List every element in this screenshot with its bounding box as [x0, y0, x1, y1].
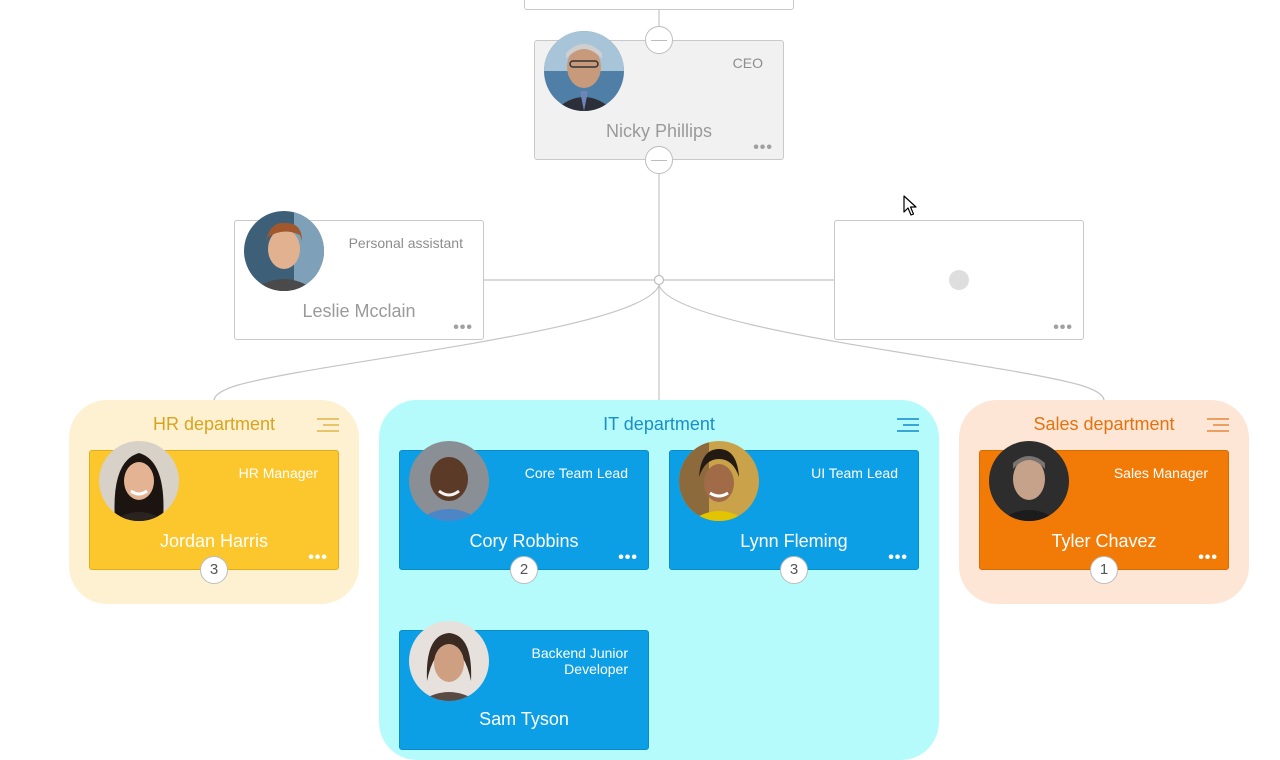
- avatar: [989, 441, 1069, 521]
- children-count-badge[interactable]: 2: [510, 556, 538, 584]
- node-role: HR Manager: [238, 465, 318, 481]
- more-options-button[interactable]: •••: [308, 549, 328, 566]
- node-role: UI Team Lead: [811, 465, 898, 481]
- children-count-badge[interactable]: 3: [200, 556, 228, 584]
- node-name: Leslie Mcclain: [302, 301, 416, 321]
- group-title: HR department: [152, 414, 276, 434]
- node-role: Personal assistant: [348, 235, 463, 251]
- node-ceo[interactable]: CEO Nicky Phillips •••: [534, 31, 784, 160]
- more-options-button[interactable]: •••: [1053, 319, 1073, 336]
- menu-lines-icon[interactable]: [897, 418, 919, 434]
- group-title: IT department: [603, 414, 715, 434]
- node-role: Sales Manager: [1113, 465, 1208, 481]
- mouse-cursor-icon: [903, 195, 917, 216]
- parent-node-partial[interactable]: [524, 0, 794, 10]
- node-name: Tyler Chavez: [1051, 531, 1157, 551]
- node-name: Lynn Fleming: [740, 531, 848, 551]
- node-name: Cory Robbins: [469, 531, 579, 551]
- menu-lines-icon[interactable]: [1207, 418, 1229, 434]
- children-count-badge[interactable]: 3: [780, 556, 808, 584]
- collapse-children-button[interactable]: [645, 146, 673, 174]
- node-empty[interactable]: •••: [834, 220, 1084, 340]
- node-role: Core Team Lead: [524, 465, 628, 481]
- node-hr-manager[interactable]: HR Manager Jordan Harris •••: [89, 441, 339, 570]
- avatar: [409, 621, 489, 701]
- node-backend-junior-developer[interactable]: Backend Junior Developer Sam Tyson: [399, 621, 649, 750]
- more-options-button[interactable]: •••: [888, 549, 908, 566]
- node-sales-manager[interactable]: Sales Manager Tyler Chavez •••: [979, 441, 1229, 570]
- avatar: [679, 441, 759, 521]
- children-count-badge[interactable]: 1: [1090, 556, 1118, 584]
- more-options-button[interactable]: •••: [453, 319, 473, 336]
- node-role: Backend Junior Developer: [531, 645, 628, 677]
- placeholder-dot: [949, 270, 969, 290]
- avatar: [244, 211, 324, 291]
- avatar: [409, 441, 489, 521]
- node-core-team-lead[interactable]: Core Team Lead Cory Robbins •••: [399, 441, 649, 570]
- node-name: Nicky Phillips: [605, 121, 713, 141]
- group-title: Sales department: [1033, 414, 1175, 434]
- node-name: Jordan Harris: [159, 531, 269, 551]
- node-role: CEO: [732, 55, 763, 71]
- node-assistant[interactable]: Personal assistant Leslie Mcclain •••: [234, 211, 484, 340]
- collapse-parent-button[interactable]: [645, 26, 673, 54]
- more-options-button[interactable]: •••: [1198, 549, 1218, 566]
- avatar: [99, 441, 179, 521]
- avatar: [544, 31, 624, 111]
- node-ui-team-lead[interactable]: UI Team Lead Lynn Fleming •••: [669, 441, 919, 570]
- more-options-button[interactable]: •••: [618, 549, 638, 566]
- more-options-button[interactable]: •••: [753, 139, 773, 156]
- menu-lines-icon[interactable]: [317, 418, 339, 434]
